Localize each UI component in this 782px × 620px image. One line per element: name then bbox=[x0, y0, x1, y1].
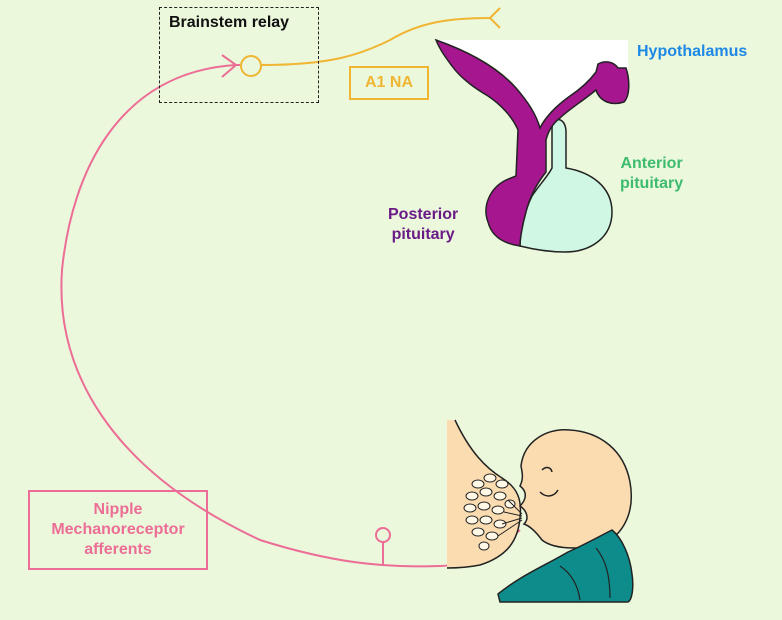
hypothalamus-region bbox=[436, 40, 628, 126]
a1-terminal-fork bbox=[489, 7, 501, 29]
brainstem-relay-box bbox=[159, 7, 319, 103]
alveoli-cluster-shape bbox=[463, 473, 516, 551]
posterior-pituitary-label: Posterior pituitary bbox=[388, 206, 459, 243]
anterior-pituitary-label: Anterior pituitary bbox=[620, 155, 684, 192]
afferent-receptor-circle bbox=[375, 527, 391, 543]
a1-neuron-circle bbox=[240, 55, 262, 77]
brainstem-relay-label: Brainstem relay bbox=[169, 14, 290, 31]
baby-shirt-shape bbox=[497, 529, 634, 603]
baby-closed-eye bbox=[539, 489, 559, 497]
hypothalamus-label: Hypothalamus bbox=[637, 43, 748, 60]
baby-head-shape bbox=[518, 429, 632, 549]
a1-na-label: A1 NA bbox=[364, 74, 413, 91]
a1-na-box: A1 NA bbox=[349, 66, 429, 100]
nipple-afferents-label: Nipple Mechanoreceptor afferents bbox=[51, 501, 185, 558]
baby-eye bbox=[541, 466, 553, 473]
afferent-terminal-fork bbox=[221, 54, 240, 78]
posterior-pituitary-shape bbox=[434, 38, 630, 247]
nipple-afferents-box: Nipple Mechanoreceptor afferents bbox=[28, 490, 208, 570]
milk-ducts bbox=[497, 499, 523, 537]
breast-outline bbox=[446, 419, 522, 569]
anterior-pituitary-shape bbox=[519, 118, 613, 253]
a1-pathway-line bbox=[261, 17, 491, 66]
afferent-pathway-line bbox=[60, 64, 521, 568]
shirt-fold-lines bbox=[559, 547, 611, 601]
